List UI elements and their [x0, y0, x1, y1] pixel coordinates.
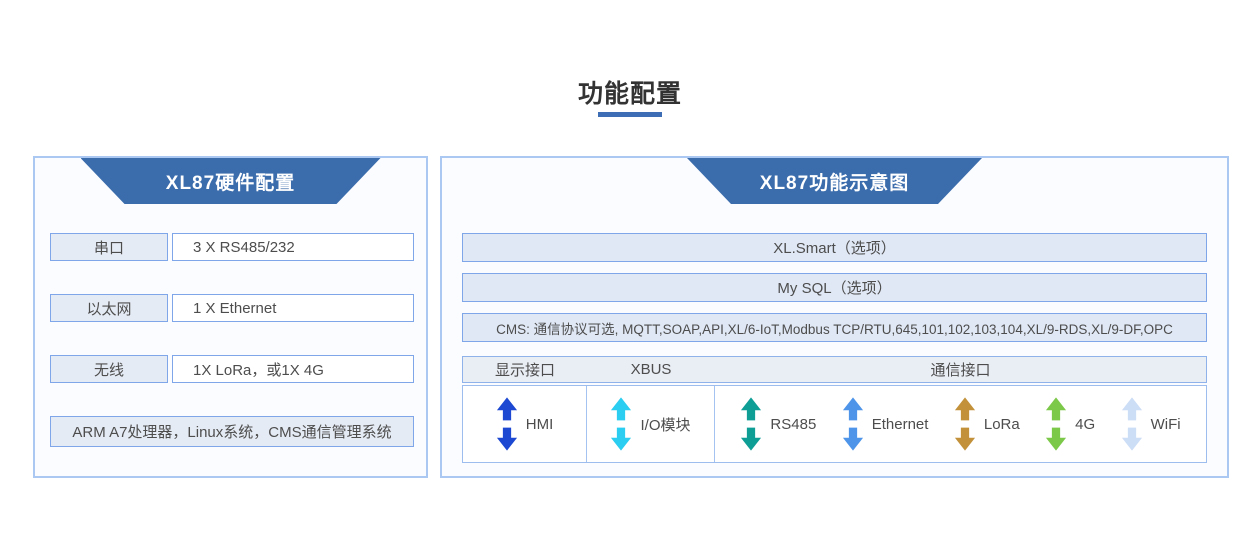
cell-xbus: I/O模块 [587, 386, 715, 462]
cell-comm-interface: RS485 Ethernet LoRa [715, 386, 1206, 462]
hw-row-ethernet: 以太网 1 X Ethernet [50, 294, 414, 322]
interface-label: RS485 [770, 415, 817, 433]
updown-arrow-icon [496, 397, 517, 451]
updown-arrow-icon [741, 397, 762, 451]
function-diagram-panel: XL87功能示意图 XL.Smart（选项） My SQL（选项） CMS: 通… [440, 156, 1229, 478]
hw-label-ethernet: 以太网 [50, 294, 168, 322]
hw-row-wireless: 无线 1X LoRa，或1X 4G [50, 355, 414, 383]
hw-system-summary: ARM A7处理器，Linux系统，CMS通信管理系统 [50, 416, 414, 447]
hardware-panel-header: XL87硬件配置 [81, 158, 381, 204]
interface-header-strip: 显示接口 XBUS 通信接口 [462, 356, 1207, 383]
interface-item-wifi: WiFi [1121, 397, 1181, 451]
interface-label: 4G [1075, 415, 1096, 433]
interface-item-lora: LoRa [954, 397, 1020, 451]
bar-mysql: My SQL（选项） [462, 273, 1207, 302]
interface-item-rs485: RS485 [740, 397, 816, 451]
cell-display-interface: HMI [463, 386, 587, 462]
header-comm-interface: 通信接口 [930, 362, 991, 379]
interface-row: HMI I/O模块 RS485 [462, 385, 1207, 463]
header-display-interface: 显示接口 [494, 362, 555, 379]
interface-item-4g: 4G [1045, 397, 1095, 451]
interface-label: I/O模块 [640, 416, 691, 434]
updown-arrow-icon [954, 397, 975, 451]
interface-label: Ethernet [871, 415, 929, 433]
title-underline [598, 112, 662, 117]
updown-arrow-icon [1046, 397, 1067, 451]
interface-label: HMI [525, 415, 554, 433]
updown-arrow-icon [842, 397, 863, 451]
header-xbus: XBUS [630, 361, 672, 378]
hw-row-serial: 串口 3 X RS485/232 [50, 233, 414, 261]
hw-label-serial: 串口 [50, 233, 168, 261]
interface-label: LoRa [983, 415, 1020, 433]
hw-value-serial: 3 X RS485/232 [172, 233, 414, 261]
bar-cms-protocols: CMS: 通信协议可选, MQTT,SOAP,API,XL/6-IoT,Modb… [462, 313, 1207, 342]
hw-label-wireless: 无线 [50, 355, 168, 383]
hardware-config-panel: XL87硬件配置 串口 3 X RS485/232 以太网 1 X Ethern… [33, 156, 428, 478]
interface-item-io-module: I/O模块 [610, 397, 691, 451]
bar-xlsmart: XL.Smart（选项） [462, 233, 1207, 262]
hw-value-ethernet: 1 X Ethernet [172, 294, 414, 322]
hw-value-wireless: 1X LoRa，或1X 4G [172, 355, 414, 383]
updown-arrow-icon [611, 397, 632, 451]
function-panel-header: XL87功能示意图 [687, 158, 982, 204]
interface-label: WiFi [1150, 415, 1181, 433]
updown-arrow-icon [1121, 397, 1142, 451]
interface-item-hmi: HMI [496, 397, 554, 451]
page-title: 功能配置 [577, 80, 682, 108]
interface-item-ethernet: Ethernet [842, 397, 929, 451]
